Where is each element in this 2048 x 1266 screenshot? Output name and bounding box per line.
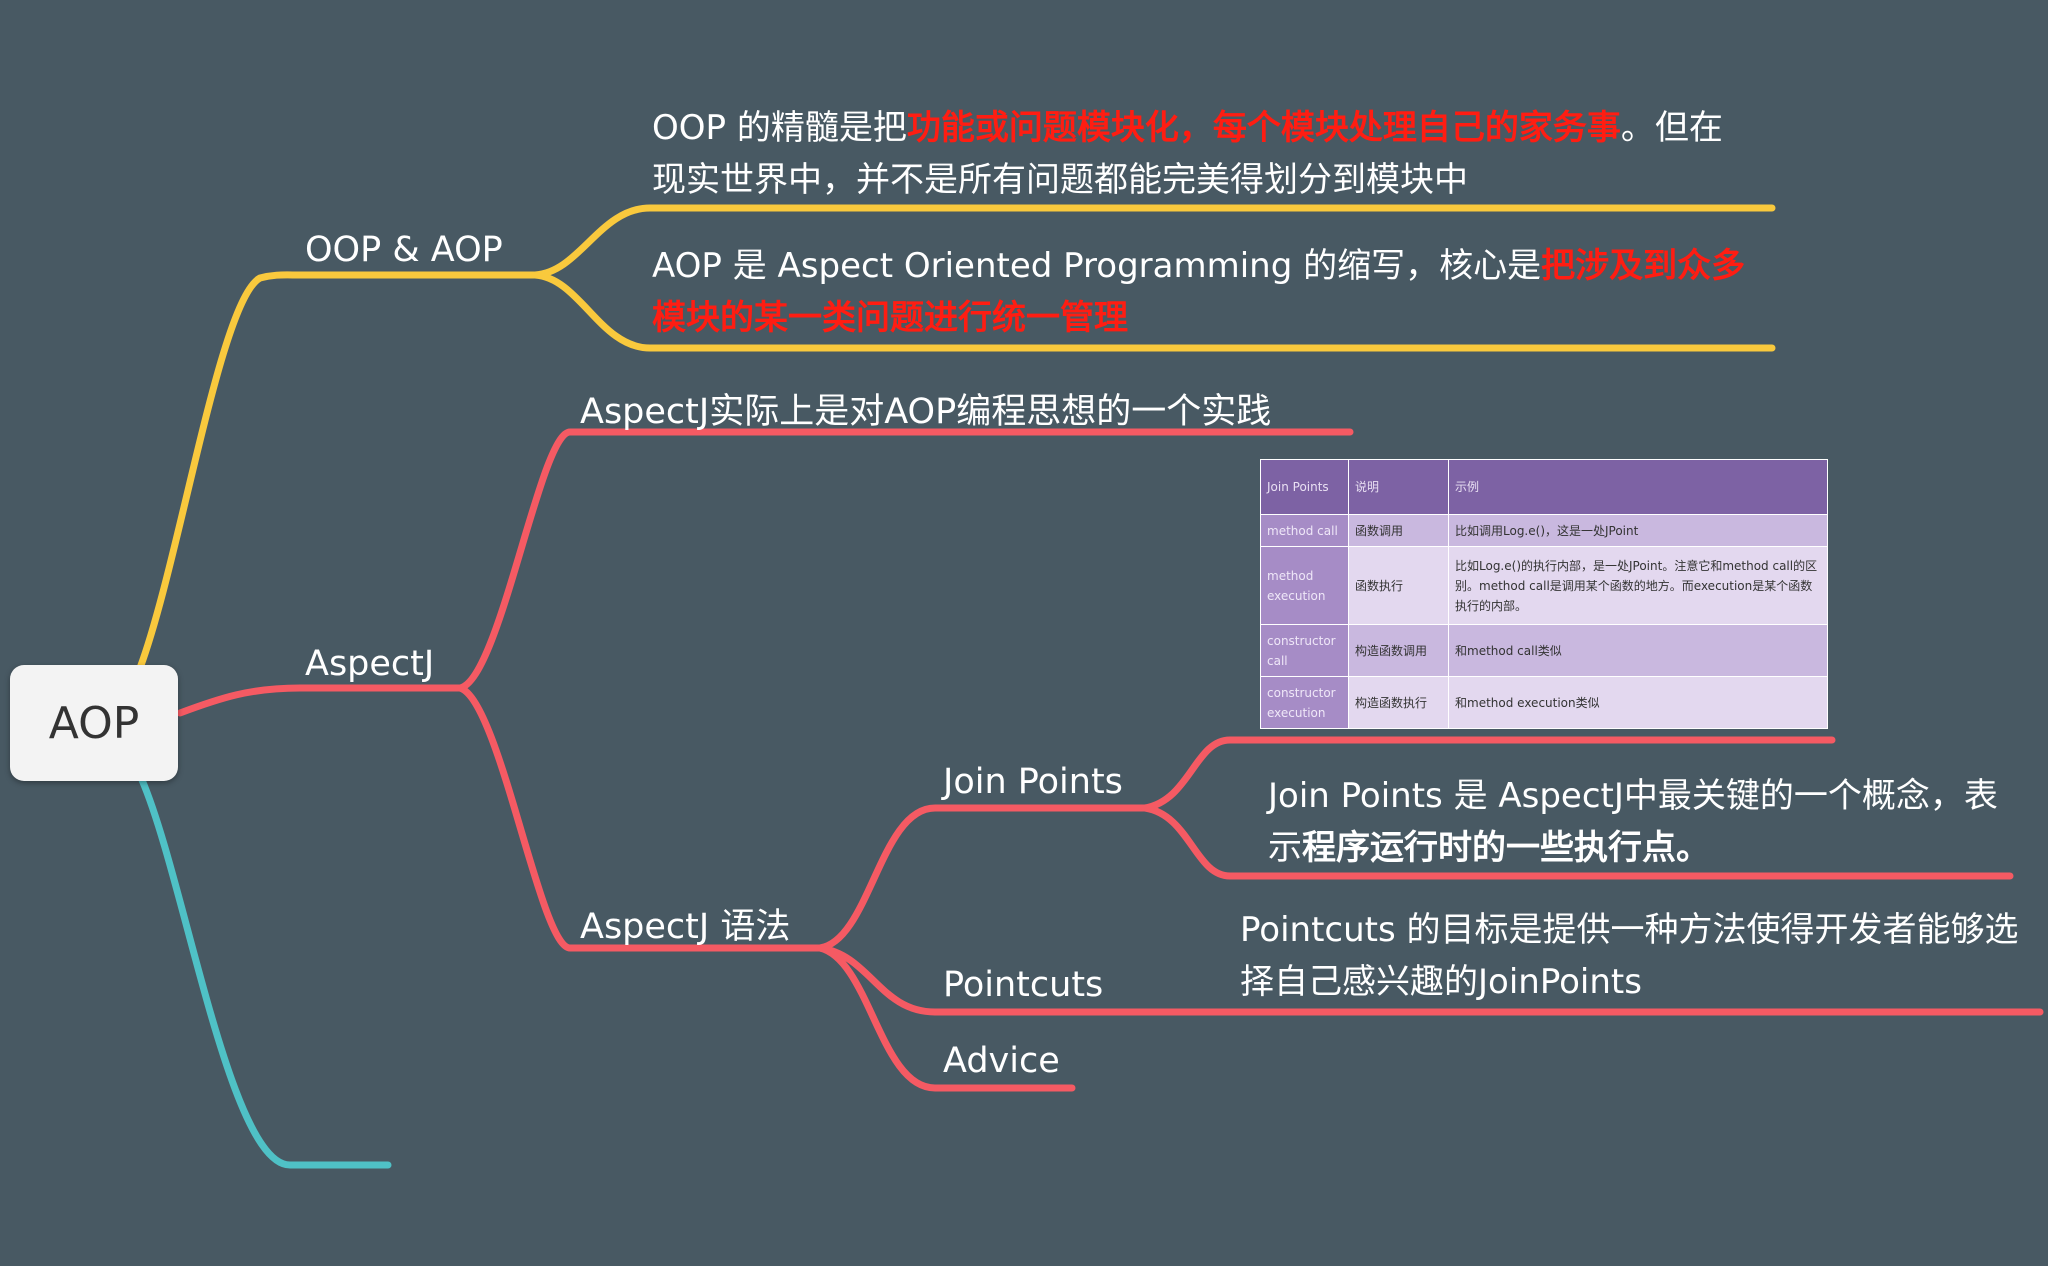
edge-syntax-advice (816, 944, 1076, 1092)
edge-syntax-pointcuts (816, 944, 2044, 1016)
oop-aop-note2[interactable]: AOP 是 Aspect Oriented Programming 的缩写，核心… (652, 240, 1762, 344)
pointcuts-desc-text: Pointcuts 的目标是提供一种方法使得开发者能够选择自己感兴趣的JoinP… (1240, 910, 2019, 1002)
aspectj-label: AspectJ (305, 644, 435, 684)
edge-aspectj-intro (456, 428, 1354, 692)
table-cell: 比如调用Log.e()，这是一处JPoint (1448, 514, 1828, 547)
note1-highlight: 功能或问题模块化，每个模块处理自己的家务事 (906, 108, 1621, 148)
table-cell: 和method execution类似 (1448, 676, 1828, 729)
table-row: constructor call 构造函数调用 和method call类似 (1260, 624, 1828, 677)
edge-oop-aop-note1 (531, 204, 1776, 279)
table-row: constructor execution 构造函数执行 和method exe… (1260, 676, 1828, 729)
oop-aop-label: OOP & AOP (305, 230, 503, 270)
table-row: method execution 函数执行 比如Log.e()的执行内部，是一处… (1260, 546, 1828, 625)
aspectj-syntax-node[interactable]: AspectJ 语法 (580, 898, 790, 949)
note2-text-a: AOP 是 Aspect Oriented Programming 的缩写，核心… (652, 246, 1542, 286)
pointcuts-node[interactable]: Pointcuts (943, 965, 1103, 1005)
edge-syntax-joinpoints (816, 804, 1149, 952)
join-points-label: Join Points (943, 762, 1123, 802)
edge-joinpoints-table (1141, 736, 1836, 812)
edge-oop-aop-note2 (531, 271, 1776, 352)
table-cell: constructor execution (1260, 676, 1349, 729)
note1-text-c: 。但在现实世界中，并不是所有问题都能完美得划分到模块中 (652, 108, 1723, 200)
root-label: AOP (48, 697, 140, 749)
oop-aop-node[interactable]: OOP & AOP (305, 230, 503, 270)
pointcuts-desc[interactable]: Pointcuts 的目标是提供一种方法使得开发者能够选择自己感兴趣的JoinP… (1240, 904, 2020, 1008)
advice-node[interactable]: Advice (943, 1041, 1060, 1081)
edge-root-aspectj (176, 684, 464, 717)
table-row: method call 函数调用 比如调用Log.e()，这是一处JPoint (1260, 514, 1828, 547)
table-cell: 函数调用 (1348, 514, 1449, 547)
table-header-cell: Join Points (1260, 459, 1349, 515)
edge-root-empty (138, 776, 392, 1169)
aspectj-node[interactable]: AspectJ (305, 644, 434, 684)
edge-root-oop-aop (136, 271, 539, 672)
join-points-node[interactable]: Join Points (943, 762, 1123, 802)
table-cell: 比如Log.e()的执行内部，是一处JPoint。注意它和method call… (1448, 546, 1828, 625)
table-header-cell: 说明 (1348, 459, 1449, 515)
edge-joinpoints-desc (1141, 804, 2014, 880)
table-cell: 函数执行 (1348, 546, 1449, 625)
join-points-table: Join Points 说明 示例 method call 函数调用 比如调用L… (1260, 459, 1828, 729)
note2-highlight: 把涉及到众多模块的某一类问题进行统一管理 (652, 246, 1746, 338)
pointcuts-label: Pointcuts (943, 965, 1104, 1005)
aspectj-syntax-label: AspectJ 语法 (580, 907, 791, 947)
join-points-desc-bold: 程序运行时的一些执行点。 (1302, 828, 1710, 868)
advice-label: Advice (943, 1041, 1060, 1081)
aspectj-intro-node[interactable]: AspectJ实际上是对AOP编程思想的一个实践 (580, 383, 1271, 434)
table-header-row: Join Points 说明 示例 (1260, 459, 1828, 515)
root-node[interactable]: AOP (10, 665, 178, 781)
table-cell: method execution (1260, 546, 1349, 625)
table-cell: 构造函数调用 (1348, 624, 1449, 677)
join-points-desc[interactable]: Join Points 是 AspectJ中最关键的一个概念，表示程序运行时的一… (1268, 770, 1998, 874)
table-cell: 和method call类似 (1448, 624, 1828, 677)
note1-text-a: OOP 的精髓是把 (652, 108, 907, 148)
table-header-cell: 示例 (1448, 459, 1828, 515)
table-cell: constructor call (1260, 624, 1349, 677)
join-points-desc-text: Join Points 是 AspectJ中最关键的一个概念，表示 (1268, 776, 1998, 868)
table-cell: 构造函数执行 (1348, 676, 1449, 729)
edge-aspectj-syntax (456, 684, 824, 952)
aspectj-intro-label: AspectJ实际上是对AOP编程思想的一个实践 (580, 392, 1272, 432)
oop-aop-note1[interactable]: OOP 的精髓是把功能或问题模块化，每个模块处理自己的家务事。但在现实世界中，并… (652, 102, 1752, 206)
table-cell: method call (1260, 514, 1349, 547)
